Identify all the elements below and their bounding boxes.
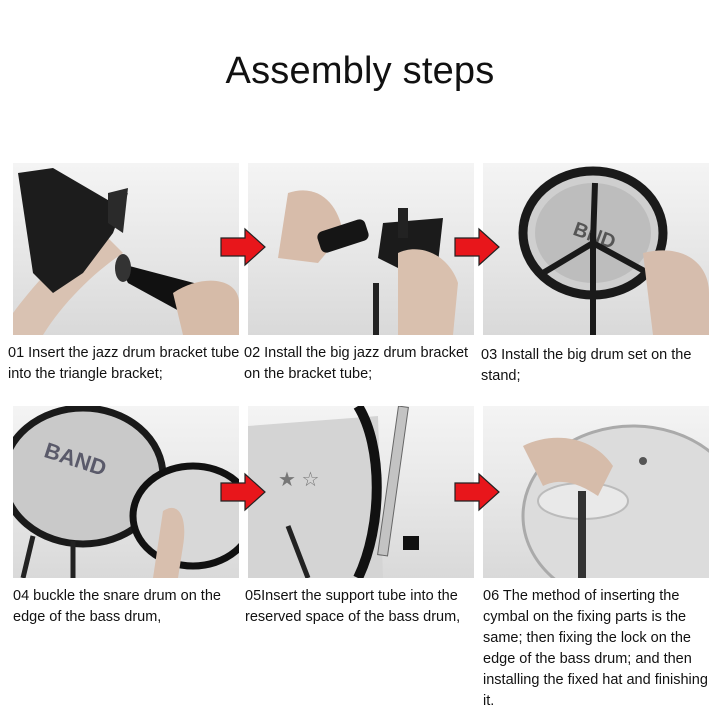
step-2-caption: 02 Install the big jazz drum bracket on …	[244, 345, 469, 382]
step-4-photo: BAND	[13, 406, 239, 578]
step-6-caption: 06 The method of inserting the cymbal on…	[483, 588, 708, 709]
step-1-caption: 01 Insert the jazz drum bracket tube int…	[8, 345, 240, 382]
arrow-right-icon	[220, 227, 266, 267]
step-4-caption: 04 buckle the snare drum on the edge of …	[13, 588, 221, 625]
step-1-photo	[13, 163, 239, 335]
arrow-right-icon	[454, 472, 500, 512]
step-3-caption: 03 Install the big drum set on the stand…	[481, 347, 692, 384]
svg-text:★ ☆: ★ ☆	[278, 469, 319, 491]
step-6-photo	[483, 406, 709, 578]
step-5-photo: ★ ☆	[248, 406, 474, 578]
page-title: Assembly steps	[225, 50, 495, 92]
step-5-caption: 05Insert the support tube into the reser…	[245, 588, 461, 625]
step-2-photo	[248, 163, 474, 335]
step-3-photo: BND	[483, 163, 709, 335]
arrow-right-icon	[220, 472, 266, 512]
arrow-right-icon	[454, 227, 500, 267]
